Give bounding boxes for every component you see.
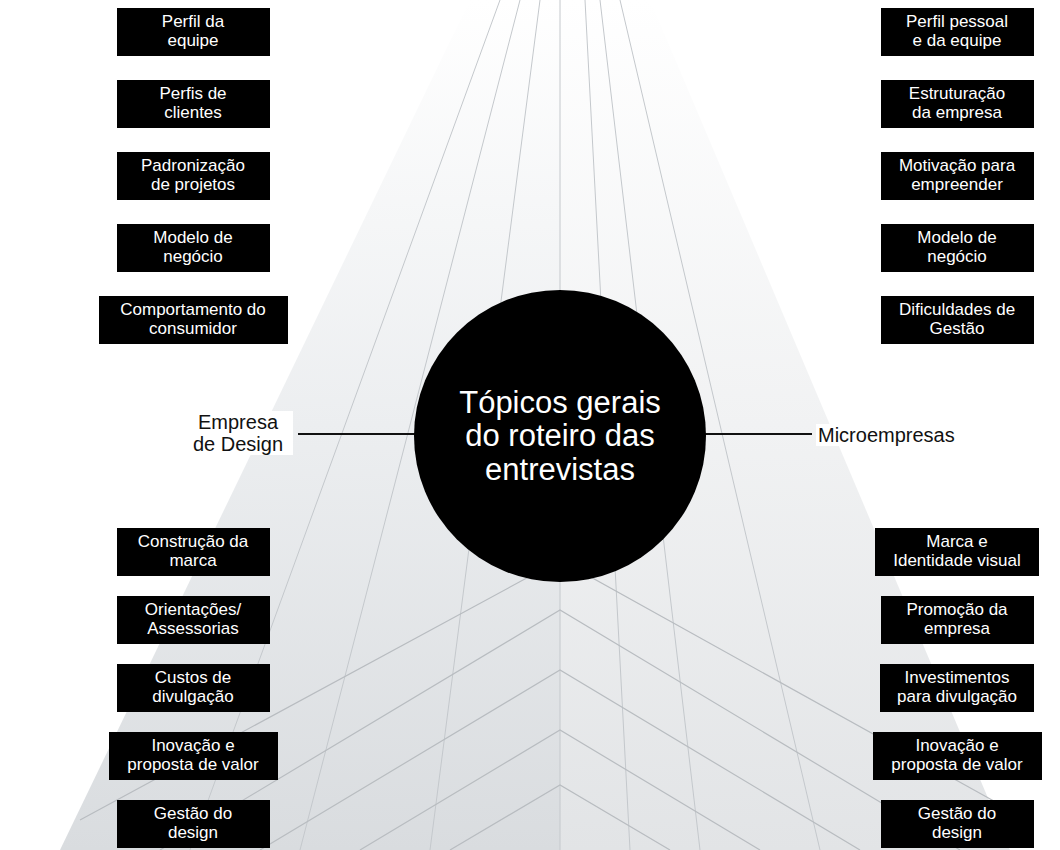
topic-text: Gestão do design bbox=[138, 805, 248, 842]
topic-box: Investimentos para divulgação bbox=[880, 664, 1034, 712]
topic-box: Custos de divulgação bbox=[117, 664, 270, 712]
topic-box: Perfil pessoal e da equipe bbox=[881, 8, 1034, 56]
topic-box: Construção da marca bbox=[117, 528, 270, 576]
topic-box: Inovação e proposta de valor bbox=[873, 732, 1042, 780]
leader-line bbox=[298, 433, 417, 435]
topic-text: Promoção da empresa bbox=[901, 601, 1013, 638]
topic-text: Modelo de negócio bbox=[902, 229, 1012, 266]
topic-text: Perfis de clientes bbox=[138, 85, 248, 122]
topic-text: Orientações/ Assessorias bbox=[138, 601, 248, 638]
topic-box: Comportamento do consumidor bbox=[99, 296, 288, 344]
topic-text: Motivação para empreender bbox=[895, 157, 1020, 194]
topic-box: Motivação para empreender bbox=[881, 152, 1034, 200]
topic-box: Orientações/ Assessorias bbox=[117, 596, 270, 644]
topic-box: Inovação e proposta de valor bbox=[109, 732, 278, 780]
topic-text: Perfil da equipe bbox=[138, 13, 248, 50]
group-label: Microempresas bbox=[816, 424, 957, 446]
topic-text: Dificuldades de Gestão bbox=[895, 301, 1020, 338]
topic-box: Promoção da empresa bbox=[881, 596, 1034, 644]
topic-box: Padronização de projetos bbox=[117, 152, 270, 200]
topic-text: Investimentos para divulgação bbox=[892, 669, 1022, 706]
circle-title: Tópicos gerais do roteiro das entrevista… bbox=[453, 386, 668, 486]
topic-box: Modelo de negócio bbox=[881, 224, 1034, 272]
topic-box: Gestão do design bbox=[117, 800, 270, 848]
topic-text: Construção da marca bbox=[131, 533, 256, 570]
topic-box: Dificuldades de Gestão bbox=[881, 296, 1034, 344]
topic-box: Perfil da equipe bbox=[117, 8, 270, 56]
leader-line bbox=[703, 433, 812, 435]
topic-text: Custos de divulgação bbox=[138, 669, 248, 706]
topic-text: Gestão do design bbox=[902, 805, 1012, 842]
topic-text: Inovação e proposta de valor bbox=[121, 737, 266, 774]
topic-box: Perfis de clientes bbox=[117, 80, 270, 128]
topic-text: Perfil pessoal e da equipe bbox=[901, 13, 1013, 50]
topic-text: Inovação e proposta de valor bbox=[885, 737, 1030, 774]
topic-text: Padronização de projetos bbox=[133, 157, 253, 194]
topic-box: Gestão do design bbox=[881, 800, 1034, 848]
topic-text: Modelo de negócio bbox=[138, 229, 248, 266]
group-label: Empresa de Design bbox=[184, 411, 293, 455]
topic-box: Marca e Identidade visual bbox=[875, 528, 1039, 576]
topic-text: Marca e Identidade visual bbox=[887, 533, 1027, 570]
topic-circle: Tópicos gerais do roteiro das entrevista… bbox=[414, 290, 706, 582]
topic-text: Comportamento do consumidor bbox=[111, 301, 276, 338]
topic-box: Estruturação da empresa bbox=[881, 80, 1034, 128]
topic-text: Estruturação da empresa bbox=[902, 85, 1012, 122]
topic-box: Modelo de negócio bbox=[117, 224, 270, 272]
